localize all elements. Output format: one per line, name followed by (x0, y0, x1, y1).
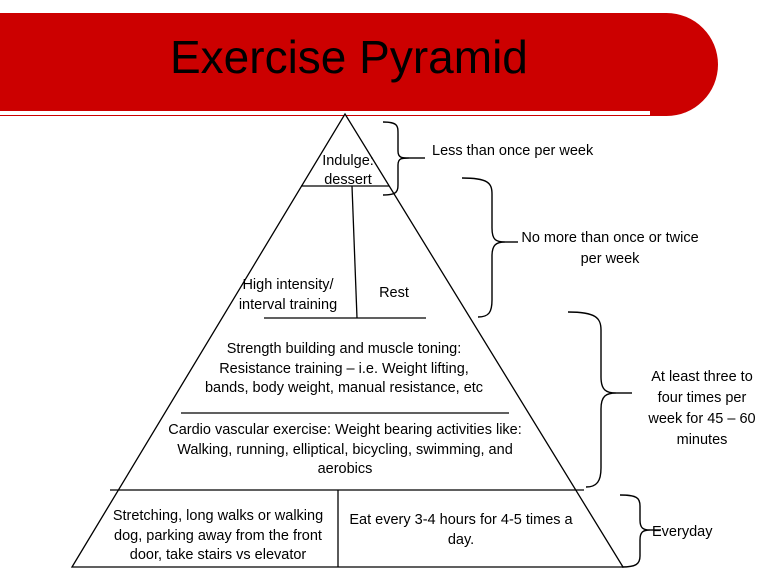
tier2-cell-divider (351, 185, 358, 319)
brace-tier-2 (461, 177, 506, 318)
tier-1-cell-indulge: Indulge: dessert (322, 153, 374, 188)
title-banner (0, 13, 718, 116)
tier-5-cell-stretching: Stretching, long walks or walking dog, p… (112, 508, 324, 563)
pyramid-outline (70, 112, 625, 568)
tier-3-cell-strength-building: Strength building and muscle toning: Res… (204, 341, 484, 396)
brace-tier-5 (619, 494, 651, 568)
tier-2-cell-high-intensity: High intensity/ interval training (238, 277, 338, 313)
annotation-three-to-four-times: At least three to four times per week fo… (648, 369, 756, 448)
tier-2-cell-rest: Rest (379, 285, 409, 301)
annotation-less-than-once-per-week: Less than once per week (432, 143, 594, 159)
tier-5-cell-eating: Eat every 3-4 hours for 4-5 times a day. (349, 512, 573, 548)
tier-4-cell-cardio-vascular: Cardio vascular exercise: Weight bearing… (168, 422, 522, 477)
annotation-no-more-than-once-or-twice: No more than once or twice per week (521, 230, 699, 267)
title-underline-rule (0, 111, 650, 115)
annotation-everyday: Everyday (652, 524, 713, 540)
brace-tier-3-4 (567, 311, 617, 488)
page-title: Exercise Pyramid (170, 31, 528, 83)
